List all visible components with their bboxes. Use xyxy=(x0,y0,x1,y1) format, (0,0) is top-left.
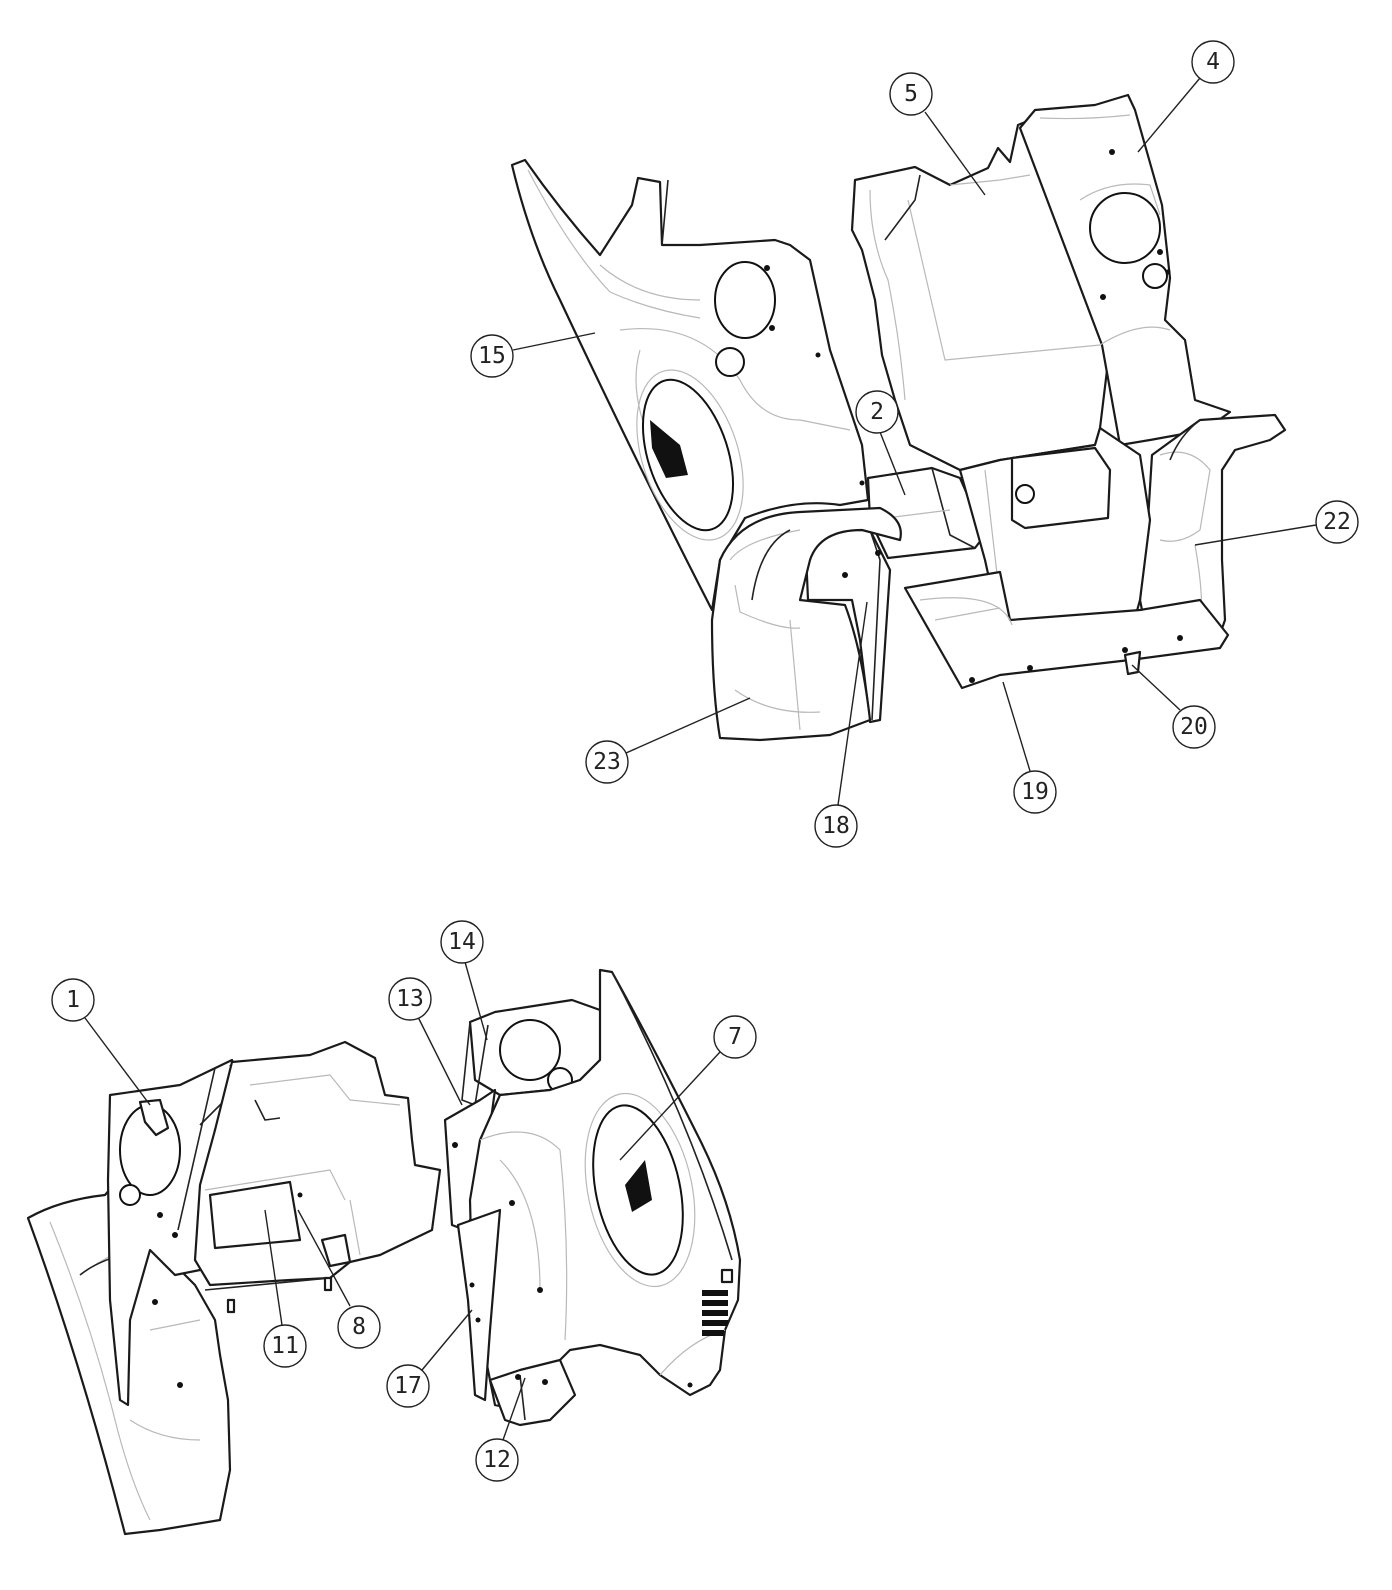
top-assembly xyxy=(510,93,1287,742)
callout-11: 11 xyxy=(263,1209,307,1368)
callouts: 1 2 4 5 7 8 11 xyxy=(51,40,1359,1482)
callout-8: 8 xyxy=(297,1209,381,1349)
part-23-left-fender xyxy=(710,506,902,742)
callout-20-label: 20 xyxy=(1180,714,1208,740)
callout-12-label: 12 xyxy=(483,1447,511,1473)
part-12-lower-bracket xyxy=(488,1358,577,1427)
callout-7-label: 7 xyxy=(728,1024,742,1050)
callout-2-label: 2 xyxy=(870,399,884,425)
part-4-right-panel xyxy=(1018,93,1232,447)
bottom-assembly xyxy=(26,968,742,1536)
part-15-left-panel xyxy=(510,158,870,612)
callout-19: 19 xyxy=(1002,681,1057,814)
part-1-inner-side-panel xyxy=(106,1058,242,1407)
callout-4-label: 4 xyxy=(1206,49,1220,75)
callout-4: 4 xyxy=(1137,40,1235,153)
callout-15: 15 xyxy=(470,332,596,378)
callout-13: 13 xyxy=(388,977,463,1106)
callout-11-label: 11 xyxy=(271,1333,299,1359)
part-17-inner-liner xyxy=(456,1208,502,1402)
callout-17-label: 17 xyxy=(394,1373,422,1399)
callout-13-label: 13 xyxy=(396,986,424,1012)
callout-1: 1 xyxy=(51,978,151,1106)
vent-grille xyxy=(702,1290,728,1336)
callout-20: 20 xyxy=(1131,664,1216,749)
callout-7: 7 xyxy=(619,1015,757,1161)
callout-14: 14 xyxy=(440,920,488,1041)
callout-12: 12 xyxy=(475,1377,526,1482)
callout-14-label: 14 xyxy=(448,929,476,955)
part-19-floor-plate xyxy=(903,570,1230,690)
callout-23: 23 xyxy=(585,697,751,784)
callout-19-label: 19 xyxy=(1021,779,1049,805)
callout-17: 17 xyxy=(386,1309,473,1408)
callout-22-label: 22 xyxy=(1323,509,1351,535)
callout-18-label: 18 xyxy=(822,813,850,839)
callout-1-label: 1 xyxy=(66,987,80,1013)
callout-15-label: 15 xyxy=(478,343,506,369)
part-center-back-panel xyxy=(193,1040,442,1314)
callout-8-label: 8 xyxy=(352,1314,366,1340)
part-14-speaker-bracket xyxy=(461,998,610,1106)
callout-18: 18 xyxy=(814,601,868,848)
part-22-right-fender xyxy=(1138,413,1287,652)
callout-23-label: 23 xyxy=(593,749,621,775)
callout-5-label: 5 xyxy=(904,81,918,107)
callout-5: 5 xyxy=(889,72,986,196)
callout-2: 2 xyxy=(855,390,906,496)
part-center-floor-section xyxy=(958,426,1152,630)
callout-22: 22 xyxy=(1194,500,1359,546)
